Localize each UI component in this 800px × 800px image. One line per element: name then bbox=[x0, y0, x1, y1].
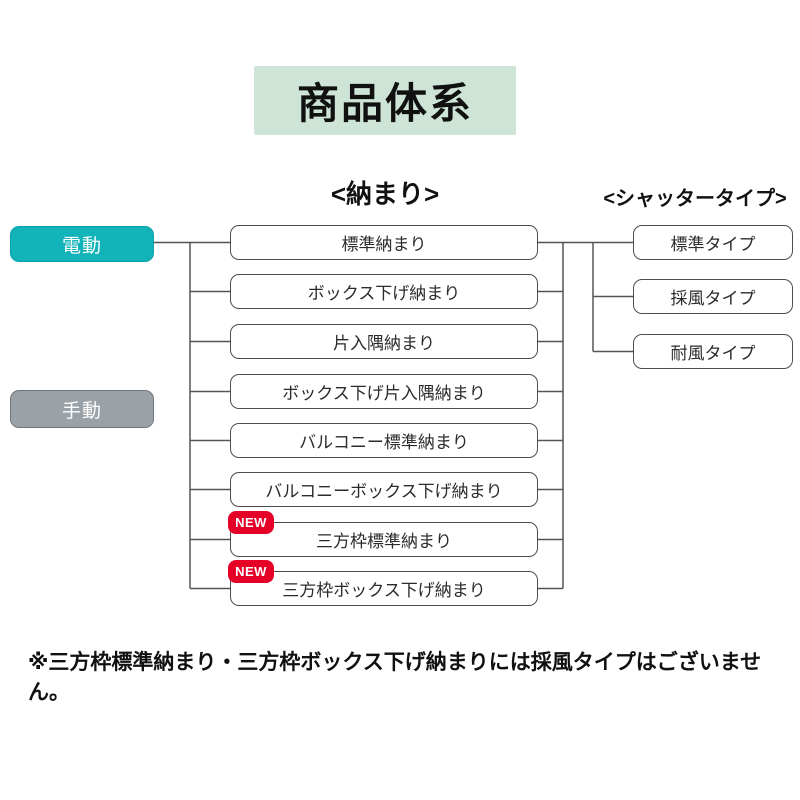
osamari-node: NEW 三方枠ボックス下げ納まり bbox=[228, 560, 538, 606]
shutter-type-node: 標準タイプ bbox=[633, 225, 793, 260]
column-header-shutter-type: <シャッタータイプ> bbox=[603, 188, 787, 210]
osamari-node-label: 三方枠ボックス下げ納まり bbox=[282, 581, 486, 600]
osamari-node: ボックス下げ納まり bbox=[230, 274, 538, 309]
osamari-node: バルコニー標準納まり bbox=[230, 423, 538, 458]
osamari-node-label: バルコニーボックス下げ納まり bbox=[265, 482, 503, 501]
osamari-node: ボックス下げ片入隅納まり bbox=[230, 374, 538, 409]
column-header-osamari: <納まり> bbox=[330, 179, 440, 209]
shutter-type-node-label: 耐風タイプ bbox=[670, 344, 756, 363]
osamari-node-label: 三方枠標準納まり bbox=[316, 532, 452, 551]
osamari-node: NEW 三方枠標準納まり bbox=[228, 511, 538, 557]
footnote: ※三方枠標準納まり・三方枠ボックス下げ納まりには採風タイプはございません。 bbox=[28, 651, 762, 704]
osamari-node-label: 標準納まり bbox=[341, 235, 427, 254]
osamari-node: 標準納まり bbox=[230, 225, 538, 260]
shutter-type-node-label: 標準タイプ bbox=[670, 235, 756, 254]
shutter-type-node: 採風タイプ bbox=[633, 279, 793, 314]
osamari-node-label: 片入隅納まり bbox=[333, 334, 435, 353]
electric-legend-pill: 電動 bbox=[10, 226, 154, 262]
manual-legend-pill: 手動 bbox=[10, 390, 154, 428]
osamari-node-label: バルコニー標準納まり bbox=[299, 433, 469, 452]
osamari-node-label: ボックス下げ納まり bbox=[307, 284, 461, 303]
page-title: 商品体系 bbox=[254, 66, 516, 135]
shutter-type-node: 耐風タイプ bbox=[633, 334, 793, 369]
osamari-node: 片入隅納まり bbox=[230, 324, 538, 359]
osamari-node: バルコニーボックス下げ納まり bbox=[230, 472, 538, 507]
new-badge: NEW bbox=[228, 511, 274, 534]
new-badge: NEW bbox=[228, 560, 274, 583]
osamari-node-label: ボックス下げ片入隅納まり bbox=[282, 384, 486, 403]
shutter-type-node-label: 採風タイプ bbox=[670, 289, 756, 308]
